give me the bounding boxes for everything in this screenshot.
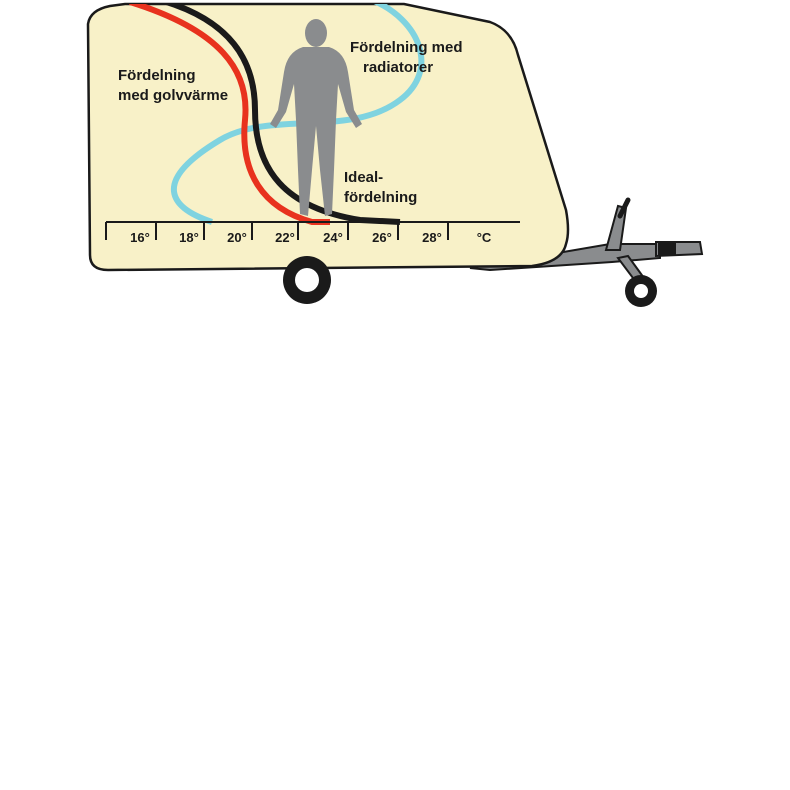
scale-tick-label-1: 18° xyxy=(179,230,199,245)
coupling-band xyxy=(658,242,676,256)
scale-tick-label-6: 28° xyxy=(422,230,442,245)
scale-tick-label-3: 22° xyxy=(275,230,295,245)
main-wheel xyxy=(283,256,331,304)
floor-heating-label-line-2: med golvvärme xyxy=(118,87,228,104)
scale-tick-label-0: 16° xyxy=(130,230,150,245)
scale-tick-label-4: 24° xyxy=(323,230,343,245)
floor-heating-label: Fördelning med golvvärme xyxy=(118,67,228,104)
temperature-scale: 16° 18° 20° 22° 24° 26° 28° °C xyxy=(105,221,520,245)
jockey-handle xyxy=(617,197,631,219)
scale-tick-label-5: 26° xyxy=(372,230,392,245)
scale-ticks xyxy=(105,222,449,240)
radiator-label-line-1: Fördelning med xyxy=(350,39,463,56)
ideal-label: Ideal- fördelning xyxy=(344,169,417,206)
jockey-wheel xyxy=(625,275,657,307)
ideal-label-line-1: Ideal- xyxy=(344,169,383,186)
scale-tick-label-7: °C xyxy=(477,230,492,245)
floor-heating-label-line-1: Fördelning xyxy=(118,67,196,84)
ideal-label-line-2: fördelning xyxy=(344,189,417,206)
ideal-curve xyxy=(159,4,401,225)
person-silhouette xyxy=(270,19,362,216)
floor-heating-curve xyxy=(129,4,330,225)
radiator-label: Fördelning med radiatorer xyxy=(350,39,467,76)
radiator-label-line-2: radiatorer xyxy=(363,59,433,76)
person-head xyxy=(305,19,327,47)
scale-tick-labels: 16° 18° 20° 22° 24° 26° 28° °C xyxy=(130,230,492,245)
person-body xyxy=(270,47,362,216)
scale-tick-label-2: 20° xyxy=(227,230,247,245)
